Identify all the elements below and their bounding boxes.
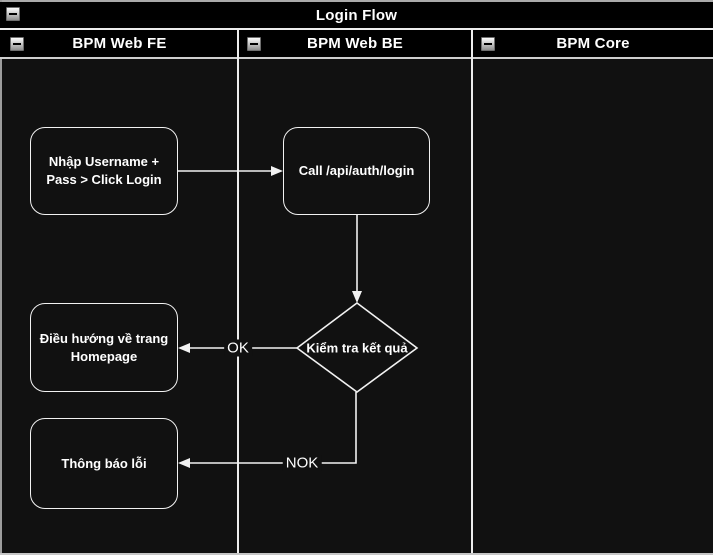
node-call-api[interactable]: Call /api/auth/login <box>283 127 430 215</box>
node-input-login-label: Nhập Username + Pass > Click Login <box>46 154 162 187</box>
pool-frame-bottom <box>0 553 713 555</box>
pool-titlebar[interactable]: Login Flow <box>0 2 713 30</box>
node-call-api-label: Call /api/auth/login <box>298 163 415 179</box>
pool-frame-left <box>0 0 2 555</box>
minus-icon <box>9 13 17 15</box>
minus-icon <box>13 42 21 45</box>
node-error-message[interactable]: Thông báo lỗi <box>30 418 178 509</box>
lane-header-bpm-web-fe[interactable]: BPM Web FE <box>2 30 237 57</box>
node-input-login[interactable]: Nhập Username + Pass > Click Login <box>30 127 178 215</box>
node-check-result-label[interactable]: Kiểm tra kết quả <box>306 340 408 356</box>
lane-header-bottom-border <box>0 57 713 59</box>
lane-fe-collapse-button[interactable] <box>10 36 24 51</box>
edge-label-ok[interactable]: OK <box>224 339 252 357</box>
lane-divider-be-core <box>471 30 473 553</box>
node-redirect-home-label: Điều hướng về trang Homepage <box>39 330 169 364</box>
lane-header-bpm-web-be[interactable]: BPM Web BE <box>239 30 471 57</box>
edge-label-nok[interactable]: NOK <box>282 454 322 472</box>
pool-title: Login Flow <box>315 6 398 24</box>
node-error-message-label: Thông báo lỗi <box>61 455 147 471</box>
minus-icon <box>484 42 492 45</box>
minus-icon <box>250 42 258 45</box>
lane-core-title: BPM Core <box>556 35 630 52</box>
node-redirect-home[interactable]: Điều hướng về trang Homepage <box>30 303 178 392</box>
lane-fe-title: BPM Web FE <box>72 35 167 52</box>
pool-frame-top <box>0 0 713 2</box>
arrowhead-down-icon <box>352 291 362 303</box>
edge-check-to-error[interactable] <box>189 392 357 464</box>
lane-header-bpm-core[interactable]: BPM Core <box>473 30 713 57</box>
lane-divider-fe-be <box>237 30 239 553</box>
lane-be-title: BPM Web BE <box>307 35 403 52</box>
lane-core-collapse-button[interactable] <box>481 36 495 51</box>
arrowhead-left-icon <box>178 458 190 468</box>
arrowhead-left-icon <box>178 343 190 353</box>
arrowhead-right-icon <box>271 166 283 176</box>
pool-collapse-button[interactable] <box>6 7 20 21</box>
decision-diamond-shape[interactable] <box>295 302 419 393</box>
lane-be-collapse-button[interactable] <box>247 36 261 51</box>
